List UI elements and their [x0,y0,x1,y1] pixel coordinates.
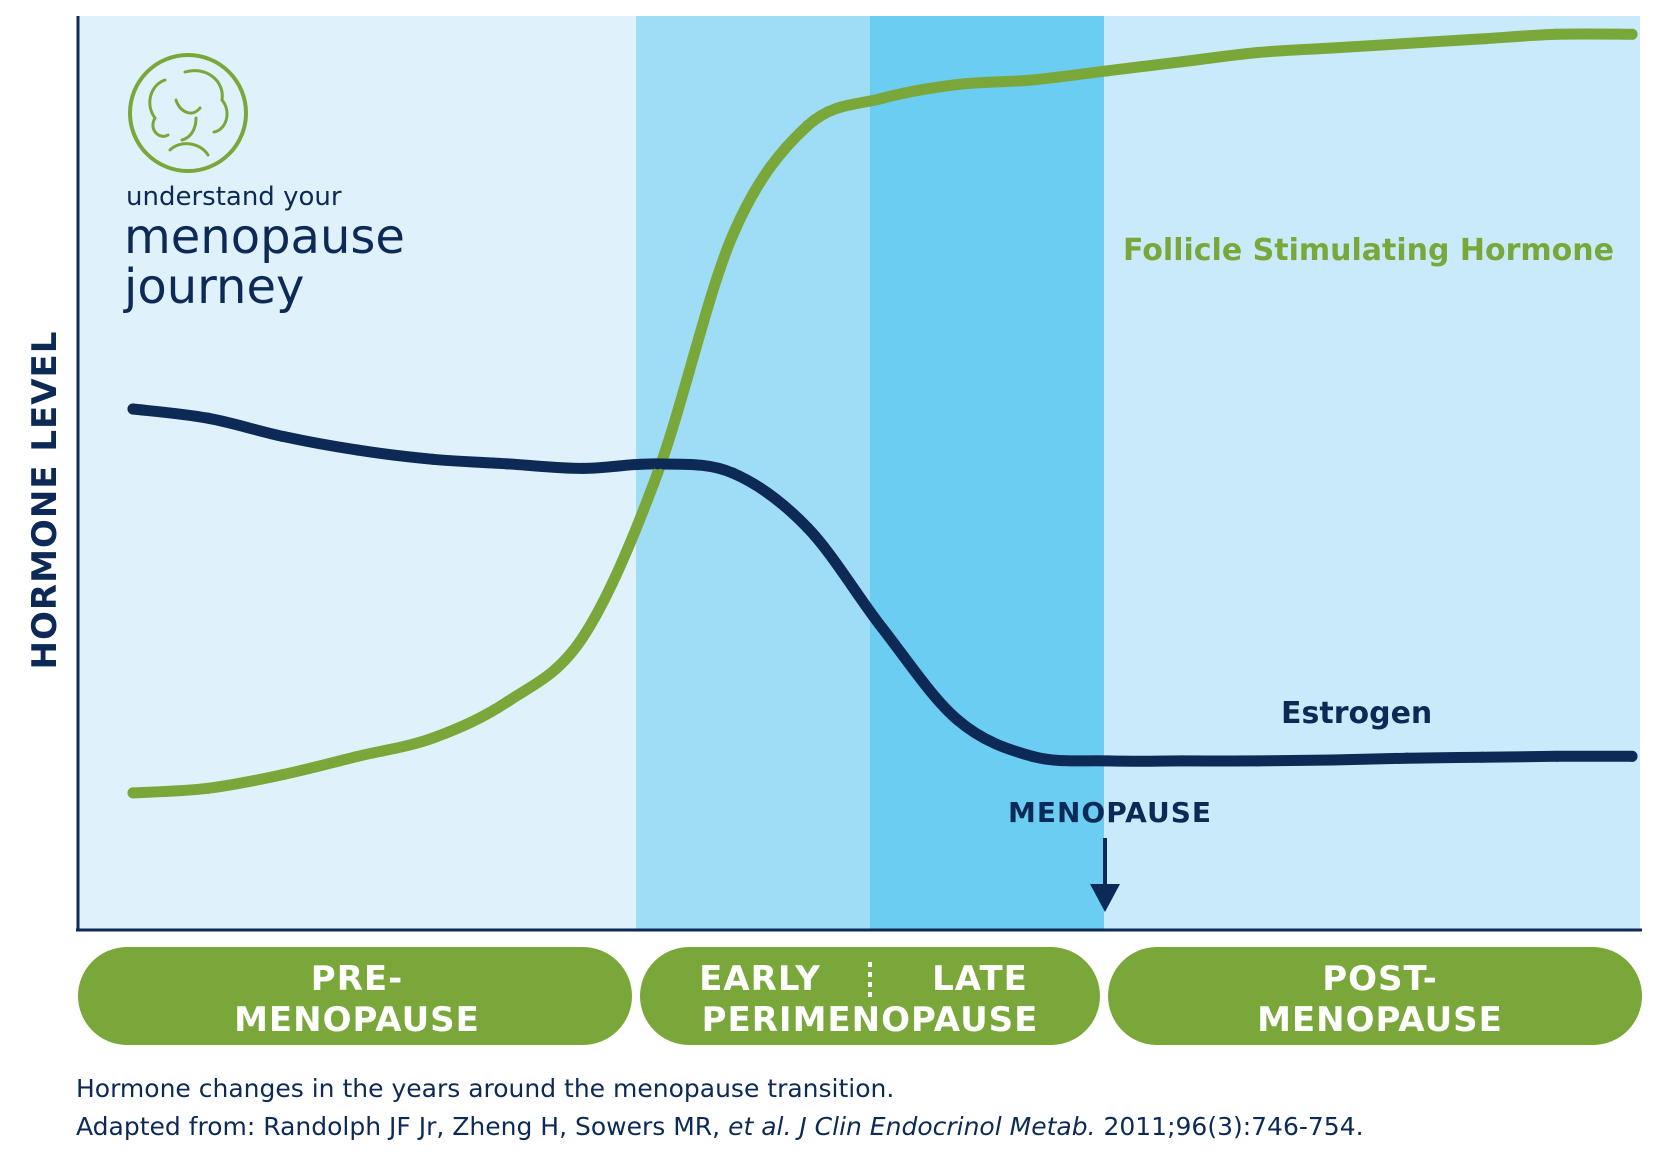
data-point-fsh-7 [652,467,664,479]
phase-bg-early-perimenopause [636,16,870,929]
data-point-estrogen-16 [1326,754,1338,766]
data-point-fsh-4 [427,732,439,744]
data-point-estrogen-9 [802,522,814,534]
data-point-fsh-10 [877,92,888,104]
data-point-fsh-16 [1326,42,1338,54]
phase-bg-postmenopause [1104,16,1640,929]
data-point-estrogen-19 [1551,750,1563,762]
phase-pill-premenopause: PRE- MENOPAUSE [78,947,632,1045]
data-point-estrogen-6 [577,462,589,474]
logo-title-line2: journey [123,259,304,315]
menopause-annotation-label: MENOPAUSE [1008,796,1212,829]
caption-citation-authors: Adapted from: Randolph JF Jr, Zheng H, S… [76,1112,729,1141]
caption-citation-volume: 2011;96(3):746-754. [1095,1112,1364,1141]
data-point-fsh-14 [1176,56,1188,68]
data-point-estrogen-10 [877,622,888,634]
data-points [127,28,1638,799]
phase-label-line1: PRE- [311,959,403,999]
data-point-estrogen-20 [1626,750,1638,762]
phase-label-late: LATE [932,959,1028,999]
data-point-estrogen-15 [1251,755,1263,767]
data-point-fsh-18 [1476,33,1488,45]
phase-label-line2: PERIMENOPAUSE [702,1000,1039,1040]
data-point-estrogen-4 [427,453,439,465]
data-point-fsh-20 [1626,28,1638,40]
logo-title-line1: menopause [124,209,405,265]
data-point-fsh-17 [1401,37,1413,49]
data-point-fsh-8 [727,229,739,241]
data-point-estrogen-0 [127,403,139,415]
phase-bg-late-perimenopause [870,16,1104,929]
data-point-fsh-12 [1026,74,1038,86]
y-axis-label: HORMONE LEVEL [25,331,65,670]
data-point-estrogen-3 [352,444,364,456]
data-point-estrogen-5 [502,458,514,470]
data-point-fsh-2 [277,769,289,781]
phase-label-line2: MENOPAUSE [234,1000,480,1040]
series-line-fsh [127,28,1638,799]
phase-pill-postmenopause: POST- MENOPAUSE [1108,947,1642,1045]
logo: understand your menopause journey [123,53,405,315]
data-point-fsh-9 [802,120,814,132]
data-point-fsh-5 [502,696,514,707]
data-point-fsh-11 [951,79,963,91]
phase-label-line2: MENOPAUSE [1257,1000,1503,1040]
data-point-estrogen-18 [1476,751,1488,763]
phase-label-early: EARLY [699,959,821,999]
data-point-estrogen-7 [652,458,664,470]
caption-line2: Adapted from: Randolph JF Jr, Zheng H, S… [76,1108,1646,1146]
data-point-estrogen-8 [727,467,739,479]
caption-line1: Hormone changes in the years around the … [76,1074,895,1103]
data-point-estrogen-13 [1101,755,1113,767]
data-point-fsh-6 [577,632,589,644]
woman-profile-logo-icon [128,53,248,173]
data-point-estrogen-1 [202,412,214,424]
data-point-fsh-3 [352,750,364,762]
data-point-estrogen-12 [1026,750,1038,762]
data-point-estrogen-14 [1176,755,1188,767]
data-point-estrogen-11 [951,714,963,726]
data-point-fsh-13 [1101,65,1113,77]
data-point-estrogen-2 [277,430,289,442]
logo-tagline: understand your [126,182,342,212]
caption-citation-journal: et al. J Clin Endocrinol Metab. [728,1112,1096,1141]
phase-label-line1: POST- [1322,959,1438,999]
figure-caption: Hormone changes in the years around the … [76,1070,1646,1146]
data-point-estrogen-17 [1401,752,1413,764]
data-point-fsh-19 [1551,28,1563,40]
data-point-fsh-1 [202,782,214,794]
legend-label-estrogen: Estrogen [1281,696,1432,731]
data-point-fsh-15 [1251,47,1263,59]
data-point-fsh-0 [127,787,139,799]
menopause-arrow-icon [1090,838,1120,912]
legend-label-fsh: Follicle Stimulating Hormone [1123,233,1614,268]
phase-pill-perimenopause: EARLY LATE PERIMENOPAUSE [640,947,1100,1045]
